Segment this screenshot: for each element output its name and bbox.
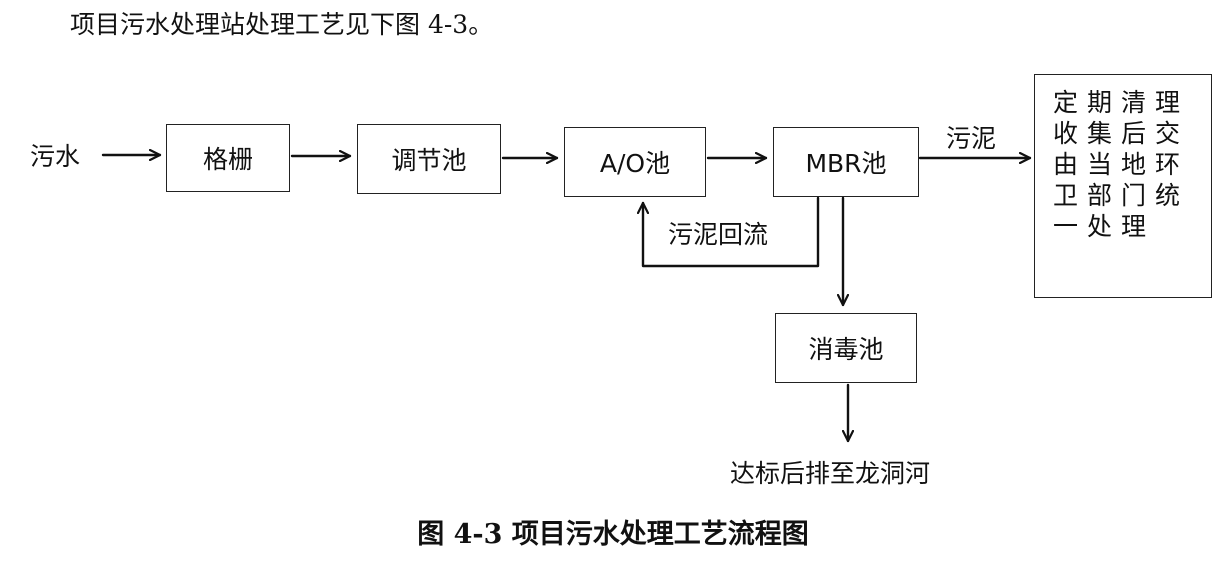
sludge-return-label: 污泥回流 xyxy=(668,220,769,249)
sludge-note-line: 一处理 xyxy=(1053,212,1156,241)
node-mbr-tank-label: MBR池 xyxy=(805,149,887,178)
sludge-note-line: 定期清理 xyxy=(1053,88,1190,117)
arrow-sludge-return xyxy=(643,196,820,268)
sludge-note-line: 卫部门统 xyxy=(1053,181,1190,210)
node-mbr-tank: MBR池 xyxy=(773,127,919,197)
node-equalization-tank: 调节池 xyxy=(357,124,501,194)
node-disinfection-tank: 消毒池 xyxy=(775,313,917,383)
node-ao-tank-label: A/O池 xyxy=(599,149,671,178)
output-label: 达标后排至龙洞河 xyxy=(730,459,931,488)
node-screen: 格栅 xyxy=(166,124,290,192)
sludge-note-line: 由当地环 xyxy=(1053,150,1190,179)
intro-text: 项目污水处理站处理工艺见下图 4-3。 xyxy=(70,10,494,39)
sludge-note-line: 收集后交 xyxy=(1053,119,1190,148)
sludge-disposal-note: 定期清理 收集后交 由当地环 卫部门统 一处理 xyxy=(1034,74,1212,298)
node-screen-label: 格栅 xyxy=(202,145,253,174)
sludge-label: 污泥 xyxy=(946,124,997,153)
node-ao-tank: A/O池 xyxy=(564,127,706,197)
node-equalization-tank-label: 调节池 xyxy=(391,146,467,175)
node-disinfection-tank-label: 消毒池 xyxy=(808,335,884,364)
input-label: 污水 xyxy=(30,142,81,171)
figure-caption: 图 4-3 项目污水处理工艺流程图 xyxy=(417,519,809,550)
